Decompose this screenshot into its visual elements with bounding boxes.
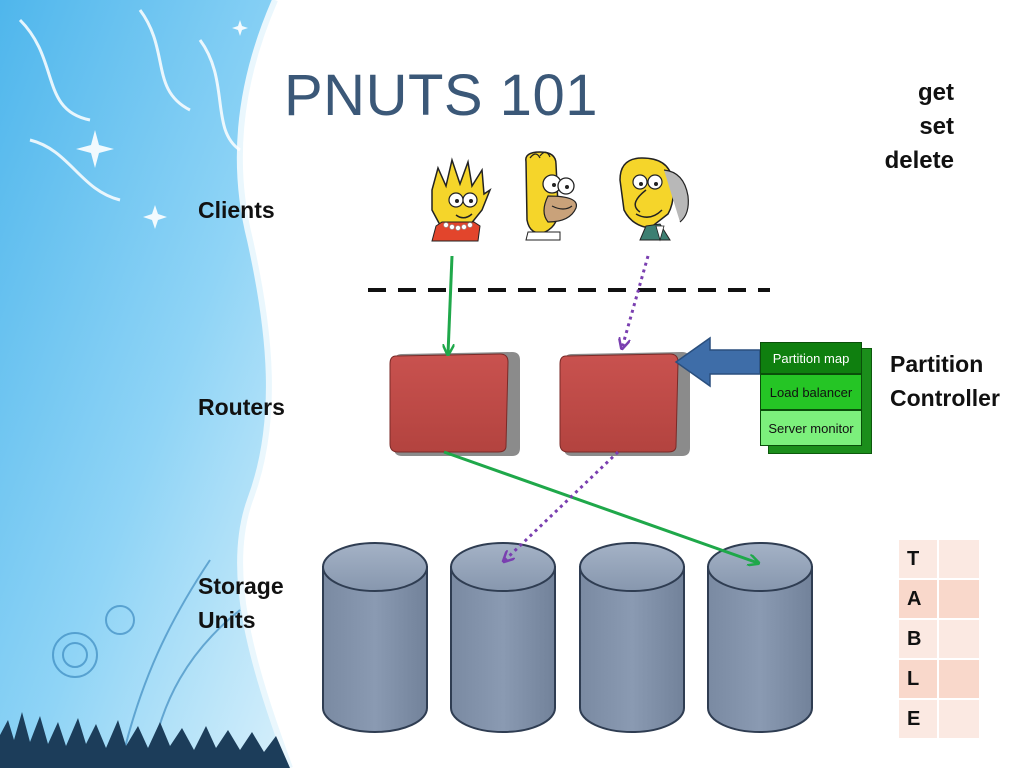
arrow-router-to-storage-green [443, 450, 758, 563]
burns-client-icon [619, 157, 689, 242]
table-cell-empty [937, 618, 981, 660]
label-routers: Routers [198, 394, 285, 420]
table-letter: E [897, 698, 939, 740]
table-letter: L [897, 658, 939, 700]
table-cell-empty [937, 578, 981, 620]
storage-unit-3 [579, 542, 685, 733]
table-row: E [897, 698, 981, 740]
table-cell-empty [937, 658, 981, 700]
label-clients: Clients [198, 197, 275, 223]
table-letter: T [897, 538, 939, 580]
router-left [389, 352, 520, 456]
label-pc-line1: Partition [890, 351, 984, 377]
arrow-client-to-router-green [448, 255, 452, 354]
homer-client-icon [525, 151, 578, 241]
arrow-client-to-router-purple [622, 255, 650, 348]
decorative-sidebar [0, 0, 293, 768]
label-partition-controller: Partition Controller [890, 347, 1000, 415]
operations-list: get set delete [885, 76, 954, 178]
table-row: T [897, 538, 981, 580]
partition-controller-box: Partition map Load balancer Server monit… [760, 342, 872, 454]
storage-unit-2 [450, 542, 556, 733]
table-cell-empty [937, 538, 981, 580]
arrow-router-to-storage-purple [504, 450, 620, 561]
table-cell-empty [937, 698, 981, 740]
pc-item-partition-map: Partition map [760, 342, 862, 374]
label-storage-units: Storage Units [198, 569, 284, 637]
arrow-controller-to-router [674, 336, 761, 388]
slide-title: PNUTS 101 [284, 63, 598, 128]
table-row: B [897, 618, 981, 660]
lisa-client-icon [431, 157, 492, 242]
table-letter: A [897, 578, 939, 620]
table-letter: B [897, 618, 939, 660]
storage-unit-1 [322, 542, 428, 733]
router-right [559, 352, 690, 456]
pc-item-load-balancer: Load balancer [760, 374, 862, 410]
operation-set: set [919, 113, 954, 140]
table-row: A [897, 578, 981, 620]
table-letters: T A B L E [897, 538, 981, 740]
operation-delete: delete [884, 147, 954, 174]
table-row: L [897, 658, 981, 700]
operation-get: get [918, 79, 954, 106]
pc-item-server-monitor: Server monitor [760, 410, 862, 446]
label-pc-line2: Controller [890, 385, 1000, 411]
storage-unit-4 [707, 542, 813, 733]
label-storage-line2: Units [198, 607, 256, 633]
label-storage-line1: Storage [198, 573, 284, 599]
